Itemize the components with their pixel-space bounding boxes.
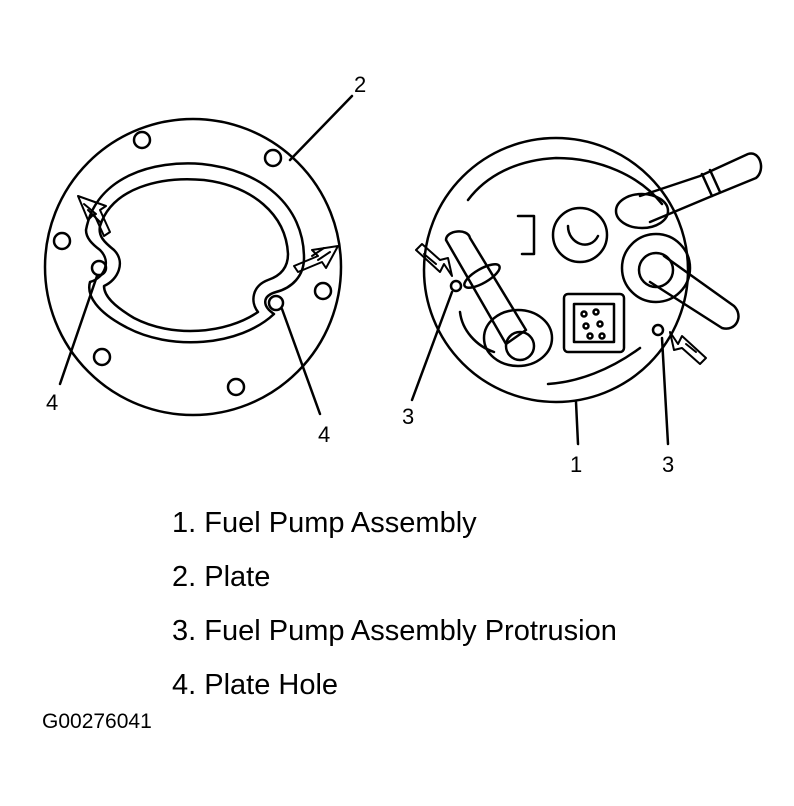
pump-lower-rim [546,346,642,386]
protrusion-arrow-right [669,331,707,365]
pump-left-pipe [444,230,528,346]
fuel-pump-drawing [410,136,763,446]
legend-item: 2. Plate [172,550,617,604]
pump-left-recess [458,310,496,354]
alignment-arrow-right [293,245,339,273]
leader-plate-hole-right [280,307,322,416]
leader-protrusion-left [410,290,454,402]
legend-text: Fuel Pump Assembly Protrusion [204,615,617,647]
legend-text: Plate [204,561,271,593]
legend-text: Fuel Pump Assembly [204,507,477,539]
pump-fuel-line-ring [700,172,714,198]
plate-bolt-hole [52,231,72,251]
plate-inner-ring [98,178,290,333]
protrusion-right [651,323,665,337]
legend-number: 4. [172,669,197,701]
plate-inner-opening [84,162,306,344]
pump-left-pipe-collar [463,263,501,289]
figure-id: G00276041 [42,710,152,733]
callout-protrusion-right: 3 [662,452,674,477]
legend-text: Plate Hole [204,669,339,701]
fuel-pump-diagram: 2 4 4 3 1 3 [43,72,763,477]
pump-electrical-connector [562,292,626,354]
plate-bolt-hole [263,148,283,168]
legend-number: 3. [172,615,197,647]
pump-right-pipe [648,254,740,330]
callout-plate: 2 [354,72,366,97]
callout-plate-hole-left: 4 [46,390,58,415]
leader-plate-hole-left [58,274,99,386]
legend-item: 1. Fuel Pump Assembly [172,496,617,550]
plate-outer-edge [43,117,343,417]
plate-bolt-hole [132,130,152,150]
parts-legend: 1. Fuel Pump Assembly 2. Plate 3. Fuel P… [172,496,617,712]
callout-pump-assembly: 1 [570,452,582,477]
plate-hole-left [90,259,108,277]
plate-bolt-hole [92,347,112,367]
pump-center-cup-inner [566,224,600,246]
protrusion-left [449,279,463,293]
pump-fuel-line-fitting [614,192,670,230]
pump-left-port [482,308,554,368]
pump-right-port [620,232,692,304]
legend-item: 3. Fuel Pump Assembly Protrusion [172,604,617,658]
pump-left-port-cap [504,330,536,362]
callout-plate-hole-right: 4 [318,422,330,447]
pump-center-cup [551,206,609,264]
plate-bolt-hole [313,281,333,301]
leader-plate [288,94,354,162]
plate-drawing [43,94,354,417]
alignment-arrow-left [77,195,111,237]
plate-hole-right [267,294,285,312]
leader-protrusion-right [660,336,670,446]
plate-bolt-hole [226,377,246,397]
pump-fuel-line [638,152,763,224]
legend-item: 4. Plate Hole [172,658,617,712]
legend-number: 2. [172,561,197,593]
pump-fuel-line-ring [708,168,722,194]
protrusion-arrow-left [415,243,453,277]
callout-protrusion-left: 3 [402,404,414,429]
leader-pump-assembly [574,400,580,446]
pump-bracket [516,214,536,256]
pump-body-outline [422,136,690,404]
pump-upper-rim [466,156,664,206]
legend-number: 1. [172,507,197,539]
